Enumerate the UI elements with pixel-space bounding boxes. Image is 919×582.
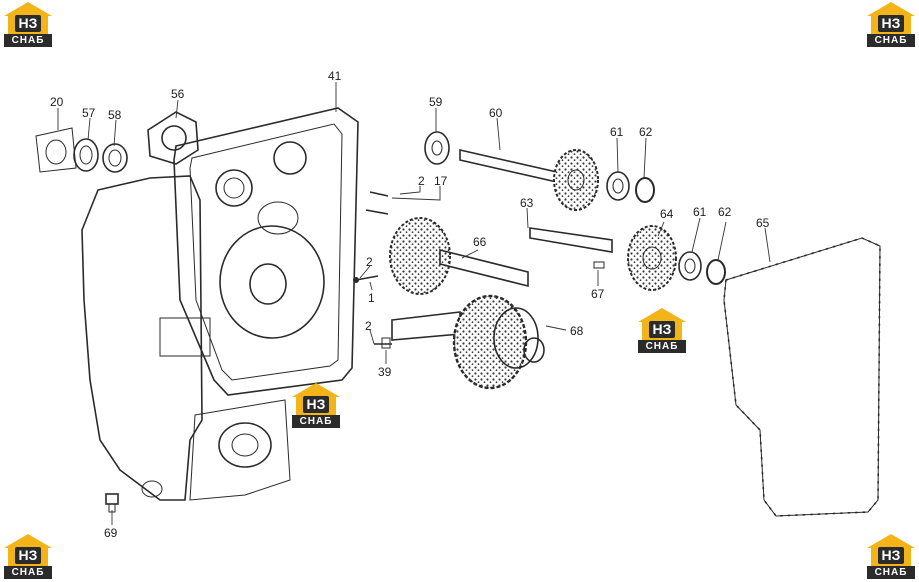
- callout-67: 67: [591, 287, 605, 301]
- watermark-logo-center-right: НЗ СНАБ: [636, 308, 688, 354]
- callout-62-lower: 62: [718, 205, 732, 219]
- watermark-logo-bottom-right: НЗ СНАБ: [865, 534, 917, 580]
- bearing-61-lower: [678, 251, 702, 281]
- callout-59: 59: [429, 95, 443, 109]
- callout-63: 63: [520, 196, 534, 210]
- watermark-logo-top-right: НЗ СНАБ: [865, 2, 917, 48]
- plug-69: [105, 493, 119, 513]
- callout-2-upper: 2: [418, 174, 425, 188]
- leader-lines: [57, 82, 771, 525]
- callout-2-middle: 2: [366, 255, 373, 269]
- callout-41: 41: [328, 69, 342, 83]
- callout-39: 39: [378, 365, 392, 379]
- callout-20: 20: [50, 95, 64, 109]
- gasket-65: [723, 237, 881, 517]
- callout-68: 68: [570, 324, 584, 338]
- callout-69: 69: [104, 526, 118, 540]
- watermark-logo-bottom-left: НЗ СНАБ: [2, 534, 54, 580]
- gear-shaft-66: [389, 217, 529, 295]
- watermark-logo-top-left: НЗ СНАБ: [2, 2, 54, 48]
- seal-57: [73, 138, 99, 172]
- callout-57: 57: [82, 106, 96, 120]
- callout-1: 1: [368, 291, 375, 305]
- callout-61-upper: 61: [610, 125, 624, 139]
- bolt-39: [374, 337, 392, 349]
- gear-64: [627, 225, 677, 291]
- bolt-1: [353, 275, 379, 283]
- callout-56: 56: [171, 87, 185, 101]
- cover-56: [147, 111, 199, 165]
- circlip-62-lower: [706, 259, 726, 285]
- callout-65: 65: [756, 216, 770, 230]
- callout-60: 60: [489, 106, 503, 120]
- bearing-59: [424, 131, 450, 165]
- circlip-62-upper: [635, 177, 655, 203]
- watermark-logo-center: НЗ СНАБ: [290, 383, 342, 429]
- housing-cover-flange: [173, 107, 359, 396]
- callout-62-upper: 62: [639, 125, 653, 139]
- shaft-60: [459, 148, 599, 211]
- callout-17: 17: [434, 174, 448, 188]
- pin-17: [365, 191, 389, 215]
- bearing-61-upper: [606, 171, 630, 201]
- gasket-20: [35, 127, 77, 173]
- callout-58: 58: [108, 108, 122, 122]
- key-67: [593, 261, 605, 269]
- callout-61-lower: 61: [693, 205, 707, 219]
- callout-labels: 20 57 58 56 41 59 60 61 62 2 17 63 64 61…: [50, 69, 770, 540]
- shaft-63: [529, 227, 613, 253]
- callout-2-lower: 2: [365, 319, 372, 333]
- callout-66: 66: [473, 235, 487, 249]
- gearbox-housing: [81, 175, 291, 501]
- bearing-58: [102, 143, 128, 173]
- gear-shaft-68: [391, 294, 545, 390]
- callout-64: 64: [660, 207, 674, 221]
